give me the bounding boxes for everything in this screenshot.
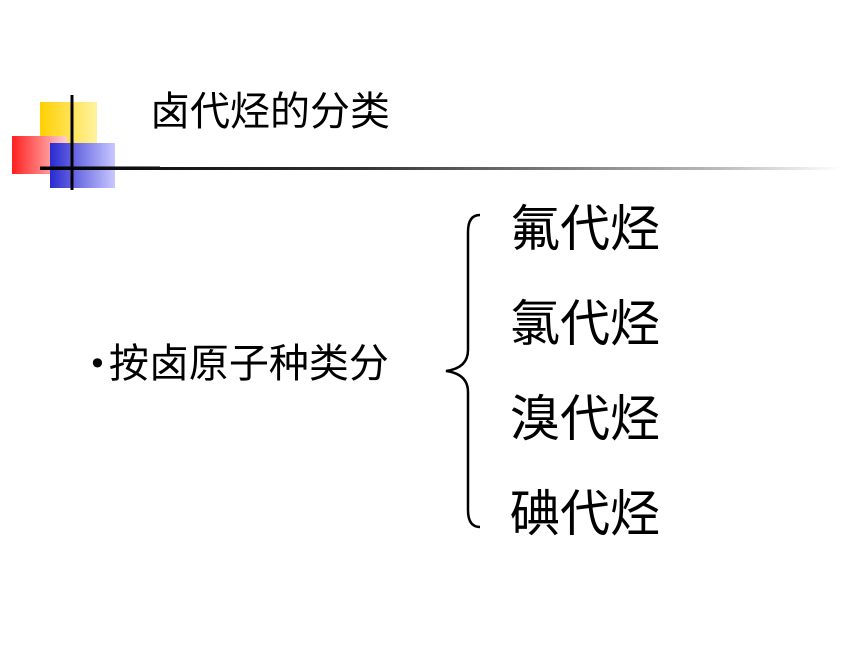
category-bromo: 溴代烃	[510, 390, 660, 448]
category-iodo: 碘代烃	[510, 485, 660, 543]
bullet-item: •按卤原子种类分	[88, 340, 389, 388]
category-chloro: 氯代烃	[510, 295, 660, 353]
category-fluoro: 氟代烃	[510, 200, 660, 258]
bullet-symbol: •	[88, 345, 107, 383]
bullet-text: 按卤原子种类分	[108, 341, 389, 387]
slide-title: 卤代烃的分类	[150, 89, 390, 135]
title-underline	[40, 167, 840, 170]
decorative-squares	[12, 95, 160, 190]
curly-brace	[445, 213, 481, 529]
blue-square	[50, 143, 115, 188]
